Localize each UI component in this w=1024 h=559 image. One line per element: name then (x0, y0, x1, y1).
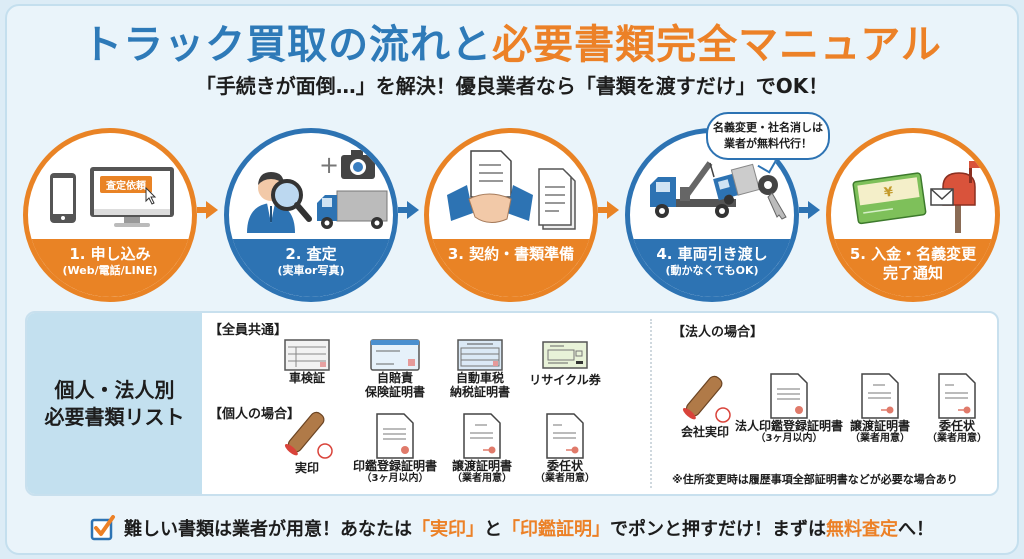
document-with-seal-icon (770, 373, 808, 419)
step-3-label: 3. 契約・書類準備 (447, 245, 575, 263)
section-corporate-label: 【法人の場合】 (672, 325, 764, 340)
speech-bubble: 名義変更・社名消しは 業者が無料代行！ (706, 112, 830, 160)
arrow-shaft-3 (598, 207, 608, 213)
doc-power-of-attorney: 委任状 （業者用意） (515, 413, 615, 485)
bubble-line-1: 名義変更・社名消しは (713, 121, 823, 134)
magnifier-icon (271, 179, 312, 222)
cursor-icon (145, 186, 157, 205)
svg-text:査定依頼: 査定依頼 (105, 179, 147, 192)
document-icon (470, 150, 512, 198)
document-with-seal-icon (938, 373, 976, 419)
required-documents-panel: 個人・法人別 必要書類リスト 【全員共通】 車検証 自賠責 保険証明書 自動車税… (25, 311, 999, 496)
document-with-seal-icon (376, 413, 414, 459)
arrow-right-icon (607, 201, 619, 219)
bankbook-icon: ¥ (852, 172, 927, 225)
doc-jidoshazei: 自動車税 納税証明書 (430, 339, 530, 399)
seal-stamp-icon (284, 411, 333, 459)
doc-corp-transfer-cert: 譲渡証明書 （業者用意） (830, 373, 930, 445)
doc-jitsuin: 実印 (257, 409, 357, 475)
step-4-handover: 4. 車両引き渡し (動かなくてもOK) (625, 128, 799, 302)
footer-highlight-jitsuin: 「実印」 (412, 519, 484, 540)
step-1-icons: 査定依頼 (28, 133, 192, 239)
doc-company-seal: 会社実印 (655, 373, 755, 439)
step-4-label: 4. 車両引き渡し (656, 245, 768, 263)
step-4-icons (630, 133, 794, 239)
section-personal-label: 【個人の場合】 (209, 407, 301, 422)
footer-highlight-inkan: 「印鑑証明」 (502, 519, 610, 540)
step-5-payment: ¥ 5. 入金・名義変更 完了通知 (826, 128, 1000, 302)
company-seal-stamp-icon (682, 375, 731, 423)
camera-icon (341, 150, 375, 179)
doc-recycle-ticket: リサイクル券 (515, 341, 615, 387)
documents-stack-icon (538, 168, 576, 230)
title-orange: 必要書類完全マニュアル (492, 22, 942, 68)
doc-corp-power-of-attorney: 委任状 （業者用意） (907, 373, 997, 445)
step-5-icons: ¥ (831, 133, 995, 239)
arrow-shaft-1 (197, 207, 207, 213)
corporate-footnote: ※住所変更時は履歴事項全部証明書などが必要な場合あり (672, 473, 958, 486)
docs-side-line-1: 個人・法人別 (54, 377, 175, 402)
step-5-band: 5. 入金・名義変更 完了通知 (831, 239, 995, 297)
arrow-shaft-2 (398, 207, 408, 213)
recycle-ticket-icon (542, 341, 588, 369)
step-2-appraisal: + 2. 査定 (実車or写真) (224, 128, 398, 302)
step-5-sub: 完了通知 (882, 264, 943, 282)
svg-text:+: + (319, 151, 339, 179)
arrow-right-icon (206, 201, 218, 219)
step-3-contract: 3. 契約・書類準備 (424, 128, 598, 302)
step-2-label: 2. 査定 (285, 245, 337, 263)
document-with-seal-icon (861, 373, 899, 419)
section-divider (650, 319, 652, 488)
step-2-sub: (実車or写真) (277, 264, 345, 277)
step-5-label: 5. 入金・名義変更 (849, 245, 977, 263)
checkbox-check-icon (90, 515, 115, 541)
footer-text-4: へ！ (898, 519, 934, 540)
document-with-seal-icon (546, 413, 584, 459)
step-3-band: 3. 契約・書類準備 (429, 239, 593, 297)
key-icon (758, 175, 787, 220)
bubble-line-2: 業者が無料代行！ (724, 137, 812, 150)
step-2-icons: + (229, 133, 393, 239)
step-3-icons (429, 133, 593, 239)
doc-corp-inkan-cert: 法人印鑑登録証明書 （3ヶ月以内） (735, 373, 843, 445)
doc-inkan-cert: 印鑑登録証明書 （3ヶ月以内） (345, 413, 445, 485)
page-title: トラック買取の流れと必要書類完全マニュアル (0, 12, 1024, 70)
docs-side-title: 個人・法人別 必要書類リスト (27, 313, 202, 494)
handshake-icon (447, 185, 533, 223)
envelope-icon (930, 188, 954, 206)
footer-message: 難しい書類は業者が用意！あなたは「実印」と「印鑑証明」でポンと押すだけ！まずは無… (0, 510, 1024, 546)
liability-insurance-cert-icon (370, 339, 420, 371)
step-1-sub: (Web/電話/LINE) (62, 264, 158, 277)
doc-jibaiseki: 自賠責 保険証明書 (345, 339, 445, 399)
svg-text:¥: ¥ (883, 185, 894, 201)
docs-side-line-2: 必要書類リスト (44, 404, 185, 429)
step-4-sub: (動かなくてもOK) (665, 264, 759, 277)
title-blue: トラック買取の流れと (82, 22, 493, 68)
doc-shakensho: 車検証 (257, 339, 357, 385)
smartphone-icon (50, 173, 76, 223)
step-1-band: 1. 申し込み (Web/電話/LINE) (28, 239, 192, 297)
page-subtitle: 「手続きが面倒…」を解決！優良業者なら「書類を渡すだけ」でOK！ (195, 74, 829, 98)
step-1-apply: 査定依頼 1. 申し込み (Web/電話/LINE) (23, 128, 197, 302)
footer-text-3: でポンと押すだけ！まずは (610, 519, 826, 540)
footer-text-1: 難しい書類は業者が用意！あなたは (124, 519, 412, 540)
arrow-right-icon (407, 201, 419, 219)
arrow-shaft-4 (799, 207, 809, 213)
document-with-seal-icon (463, 413, 501, 459)
step-4-band: 4. 車両引き渡し (動かなくてもOK) (630, 239, 794, 297)
arrow-right-icon (808, 201, 820, 219)
doc-transfer-cert: 譲渡証明書 （業者用意） (432, 413, 532, 485)
section-common-label: 【全員共通】 (209, 323, 288, 338)
footer-highlight-free-appraisal: 無料査定 (826, 519, 898, 540)
step-1-label: 1. 申し込み (69, 245, 151, 263)
truck-icon (317, 190, 388, 229)
vehicle-inspection-cert-icon (284, 339, 330, 371)
footer-text-2: と (484, 519, 502, 540)
step-2-band: 2. 査定 (実車or写真) (229, 239, 393, 297)
tow-truck-icon (650, 161, 760, 218)
auto-tax-cert-icon (457, 339, 503, 371)
